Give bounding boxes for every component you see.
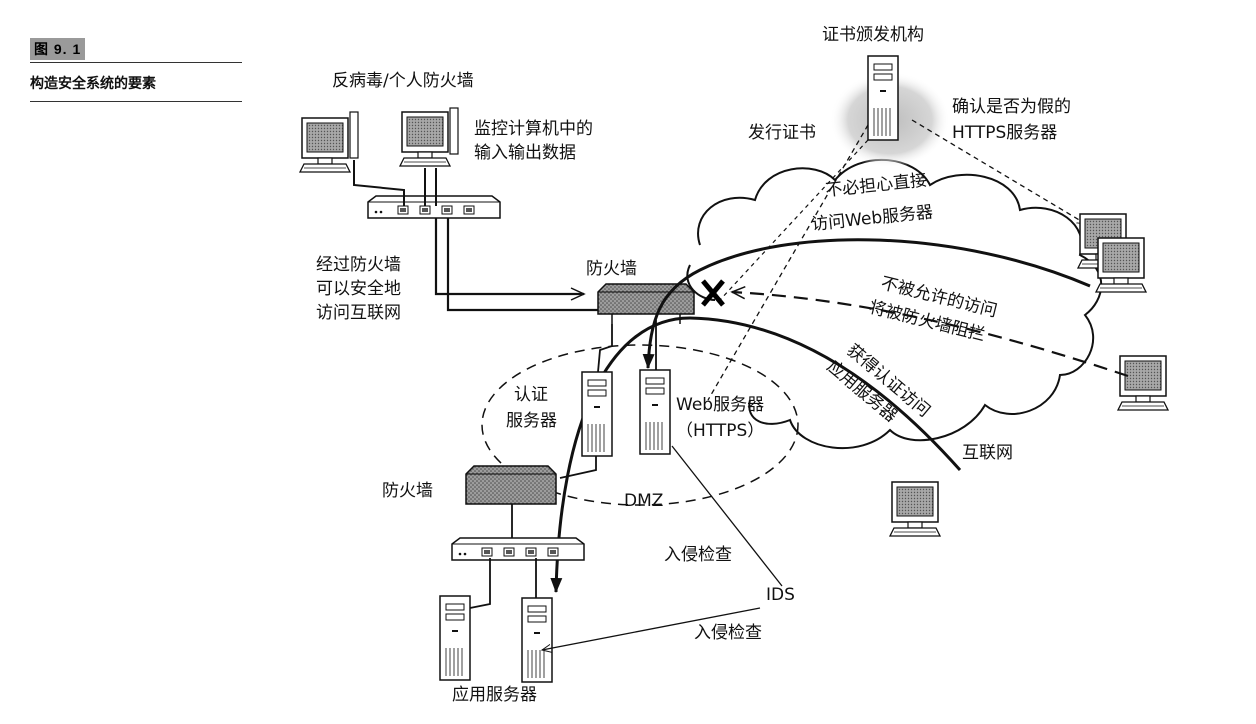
label-web-server-2: （HTTPS） (676, 421, 764, 441)
label-monitor-1: 监控计算机中的 (474, 119, 593, 139)
internet-cloud-lower-edge (686, 264, 716, 301)
label-auth-server-2: 服务器 (506, 411, 557, 431)
app-server-2 (521, 597, 553, 683)
pc-left (299, 117, 351, 173)
label-intrusion-2: 入侵检查 (694, 623, 762, 643)
pc-right-middle (1117, 355, 1169, 411)
auth-access-arrow (550, 316, 962, 593)
label-via-firewall-2: 可以安全地 (316, 279, 401, 299)
blocked-access-arrow (730, 286, 1129, 378)
path-hub-to-firewall (434, 218, 586, 301)
app-server-1 (439, 595, 471, 681)
pc-monitored (399, 111, 451, 167)
label-web-server-1: Web服务器 (676, 395, 764, 415)
label-ids: IDS (766, 585, 795, 605)
dmz-zone (481, 344, 799, 506)
cable-hub-app1 (469, 558, 491, 609)
label-firewall-bottom: 防火墙 (382, 481, 433, 501)
caption-rule-bottom (30, 101, 242, 102)
label-confirm-1: 确认是否为假的 (952, 97, 1071, 117)
figure-title: 构造安全系统的要素 (30, 76, 156, 92)
pc-right-upper-front (1095, 237, 1147, 293)
label-firewall-top: 防火墙 (586, 259, 637, 279)
ca-server (867, 55, 899, 141)
lan-hub-bottom (451, 537, 585, 561)
label-internet: 互联网 (962, 443, 1013, 463)
confirm-https-dashed (911, 119, 1086, 224)
cable-hub-to-firewall (446, 218, 600, 312)
label-app-server: 应用服务器 (452, 685, 537, 705)
antivirus-shield-icon (349, 111, 359, 159)
direct-web-access-arrow (642, 238, 1091, 369)
cable-pc1-hub (353, 160, 405, 206)
blocked-x-icon (701, 279, 725, 307)
web-server (639, 369, 671, 455)
label-confirm-2: HTTPS服务器 (952, 123, 1057, 143)
label-ca: 证书颁发机构 (822, 25, 924, 45)
label-issue-cert: 发行证书 (748, 123, 816, 143)
label-dmz: DMZ (624, 491, 663, 511)
auth-server (581, 371, 613, 457)
label-no-worry-2: 访问Web服务器 (810, 202, 933, 235)
lan-hub-top (367, 195, 501, 219)
label-antivirus: 反病毒/个人防火墙 (332, 71, 474, 91)
label-intrusion-1: 入侵检查 (664, 545, 732, 565)
cable-auth-firewall2 (559, 456, 597, 479)
label-via-firewall-1: 经过防火墙 (316, 255, 401, 275)
pc-bottom-internet (889, 481, 941, 537)
label-via-firewall-3: 访问互联网 (316, 303, 401, 323)
ids-app-line (542, 607, 761, 650)
caption-rule-top (30, 62, 242, 63)
issue-cert-dashed (707, 124, 869, 401)
firewall-bottom-device (465, 465, 557, 505)
label-monitor-2: 输入输出数据 (474, 143, 576, 163)
cable-firewall-auth (597, 324, 613, 373)
figure-caption: 图 9. 1 构造安全系统的要素 (30, 38, 242, 102)
figure-number: 图 9. 1 (30, 38, 86, 60)
label-auth-server-1: 认证 (514, 385, 548, 405)
ids-web-line (671, 445, 783, 587)
antivirus-shield-icon-2 (449, 107, 459, 155)
